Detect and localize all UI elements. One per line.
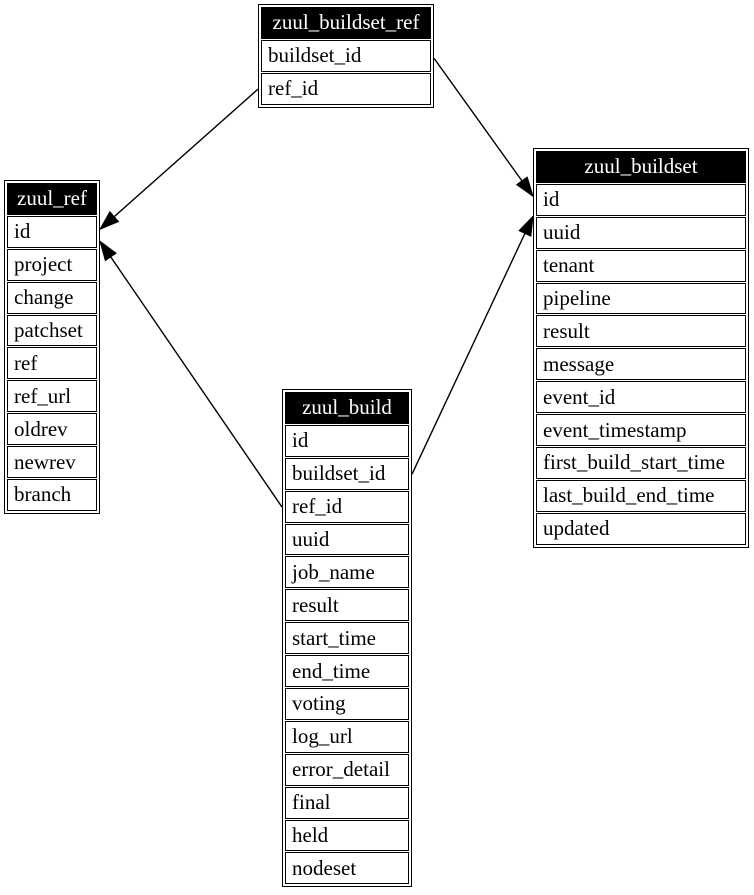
entity-field-zuul_ref-newrev: newrev [7, 446, 97, 479]
entity-field-zuul_buildset-uuid: uuid [536, 216, 746, 249]
entity-field-zuul_buildset_ref-buildset_id: buildset_id [261, 39, 431, 72]
entity-field-zuul_build-result: result [285, 589, 409, 622]
entity-field-zuul_ref-change: change [7, 281, 97, 314]
entity-field-zuul_build-nodeset: nodeset [285, 852, 409, 885]
relation-edge-zuul_buildset_ref-zuul_ref [100, 88, 259, 229]
entity-field-zuul_buildset-updated: updated [536, 512, 746, 545]
entity-field-zuul_buildset-event_timestamp: event_timestamp [536, 414, 746, 447]
entity-field-zuul_ref-branch: branch [7, 479, 97, 511]
entity-title: zuul_buildset [536, 151, 746, 183]
entity-title: zuul_build [285, 392, 409, 424]
entity-field-zuul_buildset-message: message [536, 348, 746, 381]
entity-field-zuul_buildset-tenant: tenant [536, 249, 746, 282]
entity-field-zuul_build-voting: voting [285, 688, 409, 720]
entity-field-zuul_ref-ref: ref [7, 347, 97, 380]
entity-field-zuul_buildset-event_id: event_id [536, 381, 746, 414]
entity-field-zuul_build-ref_id: ref_id [285, 490, 409, 523]
entity-field-zuul_build-end_time: end_time [285, 655, 409, 688]
entity-title: zuul_buildset_ref [261, 7, 431, 39]
entity-field-zuul_build-buildset_id: buildset_id [285, 457, 409, 490]
entity-field-zuul_ref-project: project [7, 248, 97, 281]
entity-field-zuul_build-log_url: log_url [285, 720, 409, 753]
entity-field-zuul_build-start_time: start_time [285, 622, 409, 655]
entity-title: zuul_ref [7, 183, 97, 215]
entity-field-zuul_buildset-pipeline: pipeline [536, 282, 746, 315]
entity-field-zuul_ref-ref_url: ref_url [7, 380, 97, 413]
entity-field-zuul_ref-id: id [7, 215, 97, 248]
relation-edge-zuul_build-zuul_ref [100, 241, 283, 508]
entity-field-zuul_build-final: final [285, 786, 409, 819]
entity-field-zuul_ref-oldrev: oldrev [7, 413, 97, 446]
entity-field-zuul_build-id: id [285, 424, 409, 457]
entity-field-zuul_build-job_name: job_name [285, 556, 409, 589]
relation-edge-zuul_buildset_ref-zuul_buildset [433, 57, 533, 196]
entity-field-zuul_ref-patchset: patchset [7, 314, 97, 347]
entity-field-zuul_buildset-last_build_end_time: last_build_end_time [536, 479, 746, 512]
relation-edge-zuul_build-zuul_buildset [411, 216, 533, 475]
entity-field-zuul_build-uuid: uuid [285, 523, 409, 556]
entity-field-zuul_build-held: held [285, 819, 409, 852]
entity-field-zuul_buildset-id: id [536, 183, 746, 216]
entity-field-zuul_buildset-first_build_start_time: first_build_start_time [536, 447, 746, 479]
entity-field-zuul_buildset-result: result [536, 315, 746, 348]
entity-field-zuul_buildset_ref-ref_id: ref_id [261, 72, 431, 105]
entity-field-zuul_build-error_detail: error_detail [285, 753, 409, 786]
